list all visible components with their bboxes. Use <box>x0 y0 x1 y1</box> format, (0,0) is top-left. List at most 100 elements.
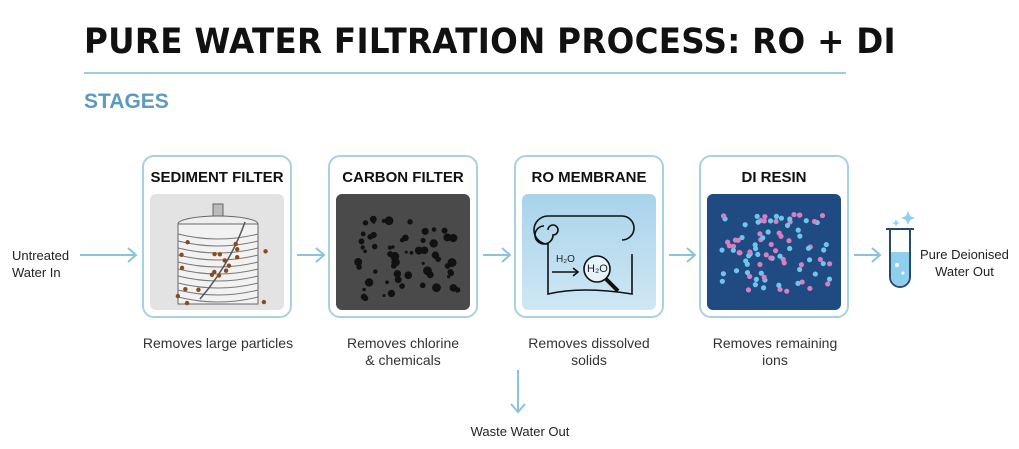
carbon-particle <box>420 246 429 255</box>
carbon-particle <box>449 233 458 243</box>
sediment-particle <box>196 287 201 292</box>
resin-bead <box>807 285 813 292</box>
resin-bead <box>797 266 803 273</box>
resin-bead <box>795 227 801 233</box>
resin-bead <box>753 276 759 282</box>
input-label-line1: Untreated <box>12 248 70 263</box>
carbon-particle <box>360 293 368 300</box>
carbon-particle <box>429 239 438 248</box>
resin-bead <box>752 282 758 288</box>
caption-line: Removes remaining <box>712 335 838 351</box>
caption-line: ions <box>762 352 788 368</box>
output-label: Pure Deionised Water Out <box>920 246 1009 280</box>
carbon-particle <box>354 257 363 266</box>
carbon-particle <box>385 280 389 285</box>
resin-bead <box>736 250 742 256</box>
output-label-line2: Water Out <box>935 264 994 279</box>
stage-label: SEDIMENT FILTER <box>150 169 284 186</box>
sediment-particle <box>209 272 215 277</box>
resin-bead <box>811 218 818 225</box>
output-label-line1: Pure Deionised <box>920 247 1009 262</box>
carbon-particle <box>390 251 400 261</box>
sediment-particle <box>216 273 222 278</box>
carbon-particle <box>387 289 396 298</box>
resin-bead <box>825 281 831 287</box>
carbon-particle <box>404 271 413 280</box>
resin-bead <box>821 247 827 253</box>
filter-ring <box>177 282 259 289</box>
carbon-particle <box>381 218 386 223</box>
filter-ring <box>177 254 259 261</box>
resin-bead <box>742 222 748 228</box>
arrow-waste <box>510 370 526 414</box>
carbon-particle <box>443 233 452 242</box>
carbon-particle <box>421 227 429 235</box>
arrow-2 <box>483 247 512 263</box>
filter-ring <box>177 233 259 240</box>
ro-membrane-icon: H₂O H₂O <box>522 194 656 310</box>
carbon-particle <box>362 287 366 292</box>
resin-bead <box>747 273 753 280</box>
resin-bead <box>776 230 782 236</box>
carbon-particle <box>356 264 362 270</box>
carbon-particle <box>364 278 374 287</box>
arrow-1 <box>297 247 326 263</box>
resin-bead <box>747 249 753 255</box>
resin-bead <box>760 235 766 241</box>
resin-bead <box>773 218 779 225</box>
carbon-particle <box>426 271 434 279</box>
resin-bead <box>797 233 803 239</box>
carbon-particle <box>407 219 413 225</box>
arrow-3 <box>669 247 697 263</box>
carbon-particle <box>393 270 402 278</box>
h2o-label: H₂O <box>556 254 575 265</box>
resin-bead <box>758 270 764 276</box>
carbon-particle <box>384 216 394 226</box>
resin-bead <box>767 218 774 224</box>
resin-bead <box>744 269 751 276</box>
resin-bead <box>799 279 805 285</box>
sediment-particle <box>223 268 229 273</box>
resin-bead <box>755 219 761 225</box>
resin-bead <box>743 258 749 264</box>
resin-bead <box>719 247 725 253</box>
filter-ring <box>177 296 259 303</box>
stage-ro-membrane: RO MEMBRANE H₂O H₂O <box>514 155 664 318</box>
carbon-particle <box>431 227 437 232</box>
resin-bead <box>787 216 793 222</box>
sediment-particle <box>175 293 181 299</box>
caption-line: solids <box>571 352 607 368</box>
resin-bead <box>757 231 763 237</box>
carbon-particle <box>419 282 426 289</box>
resin-bead <box>755 251 761 258</box>
sediment-particle <box>212 251 217 257</box>
waste-label: Waste Water Out <box>470 424 570 439</box>
resin-bead <box>773 213 780 219</box>
resin-bead <box>745 287 752 293</box>
carbon-particle <box>447 258 457 268</box>
resin-bead <box>762 213 768 220</box>
carbon-particle <box>369 215 377 223</box>
carbon-particle <box>363 249 367 254</box>
resin-bead <box>719 278 725 284</box>
resin-bead <box>817 256 823 263</box>
di-resin-beads-icon <box>707 194 841 310</box>
carbon-particle <box>454 287 461 293</box>
resin-bead <box>763 252 769 258</box>
carbon-particle <box>358 238 365 245</box>
resin-bead <box>827 261 833 267</box>
stage-sediment-filter: SEDIMENT FILTER <box>142 155 292 318</box>
resin-bead <box>795 280 801 286</box>
resin-bead <box>733 268 740 274</box>
caption-sediment: Removes large particles <box>133 335 303 352</box>
carbon-particle <box>371 243 378 250</box>
carbon-particle <box>435 256 441 263</box>
resin-bead <box>726 243 732 249</box>
h2o-magnified-label: H₂O <box>587 263 608 275</box>
resin-bead <box>735 237 741 243</box>
resin-bead <box>820 260 826 267</box>
